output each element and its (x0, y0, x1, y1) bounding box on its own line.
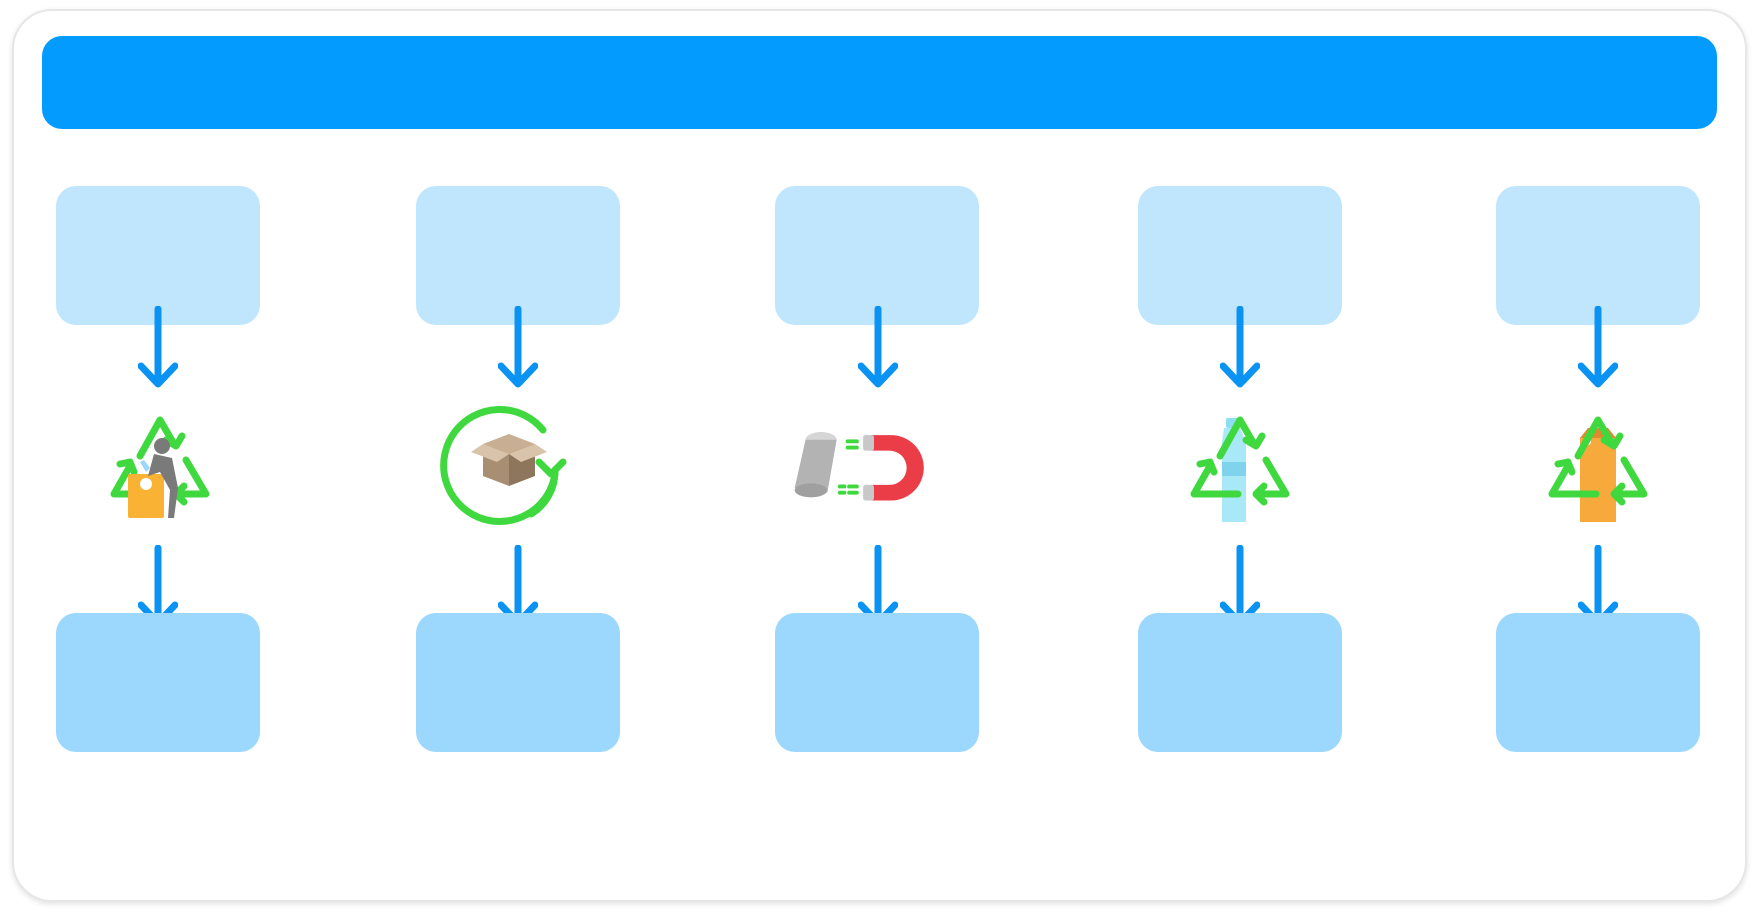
step-3-bottom-box (775, 613, 979, 752)
arrow-5-down-upper (1578, 306, 1618, 392)
carton-recycle-icon (1528, 402, 1668, 522)
arrow-4-down-upper (1220, 306, 1260, 392)
step-2-bottom-box (416, 613, 620, 752)
step-4-bottom-box (1138, 613, 1342, 752)
step-1-bottom-box (56, 613, 260, 752)
diagram-card (12, 9, 1747, 902)
plastic-bottle-recycle-icon (1170, 402, 1310, 522)
step-1-top-box (56, 186, 260, 325)
step-3-top-box (775, 186, 979, 325)
arrow-3-down-upper (858, 306, 898, 392)
header-banner (42, 36, 1717, 129)
step-5-top-box (1496, 186, 1700, 325)
box-reuse-cycle-icon (440, 405, 567, 525)
step-5-bottom-box (1496, 613, 1700, 752)
step-2-top-box (416, 186, 620, 325)
recycling-person-icon (90, 402, 230, 518)
magnet-can-icon (794, 432, 924, 501)
arrow-2-down-upper (498, 306, 538, 392)
step-4-top-box (1138, 186, 1342, 325)
arrow-1-down-upper (138, 306, 178, 392)
